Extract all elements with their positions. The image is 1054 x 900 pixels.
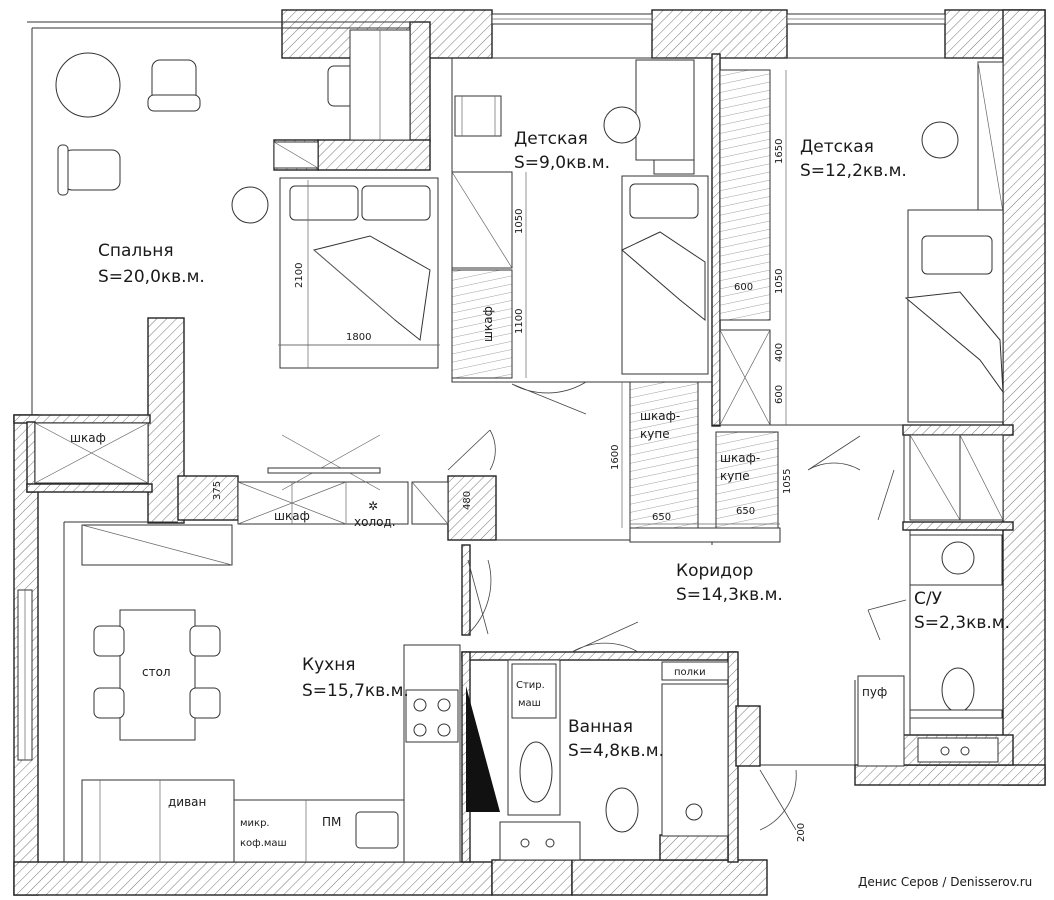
bedroom-area: S=20,0кв.м.: [98, 267, 205, 287]
shelves-label: полки: [674, 667, 706, 678]
wardrobe-coupe-label: шкаф-: [640, 409, 680, 423]
dim-label: 600: [734, 282, 753, 293]
dim-label: 650: [652, 512, 671, 523]
corridor-wardrobes: шкаф- купе шкаф- купе: [629, 381, 781, 543]
desk-chair-icon: [603, 106, 641, 144]
corridor-items: пуф: [857, 675, 905, 767]
single-bed-icon: [621, 175, 709, 375]
author-credit: Денис Серов / Denisserov.ru: [858, 875, 1032, 889]
dim-bed-length: 2100: [294, 263, 305, 288]
corridor-area: S=14,3кв.м.: [676, 585, 783, 605]
chair-icon: [93, 625, 125, 657]
wc-fixtures: [909, 434, 1004, 763]
chair-icon: [189, 625, 221, 657]
wc-name: С/У: [914, 589, 943, 609]
basin-icon: [519, 741, 553, 803]
single-bed-icon: [904, 209, 1004, 423]
corridor-name: Коридор: [676, 561, 753, 581]
bath-name: Ванная: [568, 717, 633, 737]
dim-label: 1055: [782, 469, 793, 494]
bath-area: S=4,8кв.м.: [568, 741, 664, 761]
doors: [447, 381, 907, 831]
wardrobe-coupe-label: купе: [640, 427, 670, 441]
washer-label: маш: [518, 698, 541, 709]
kids-wardrobe-label: шкаф: [481, 306, 495, 342]
double-bed-icon: [279, 177, 439, 369]
kids1-name: Детская: [514, 129, 588, 149]
shower-icon: [661, 683, 729, 837]
kids2-furniture: [719, 61, 1004, 426]
kids2-area: S=12,2кв.м.: [800, 161, 907, 181]
bathroom-fixtures: Стир. маш полки: [499, 659, 729, 861]
dim-label: 375: [212, 481, 223, 500]
dim-label: 1100: [514, 309, 525, 334]
microwave-label: микр.: [240, 818, 270, 829]
snowflake-icon: ✲: [368, 499, 378, 513]
dimensions: 1800 2100 1050 1100 1650 1050 400 600 60…: [212, 70, 807, 842]
table-label: стол: [142, 665, 171, 679]
pouf-label: пуф: [862, 685, 887, 699]
dishwasher-label: ПМ: [322, 815, 341, 829]
bedroom-furniture: шкаф: [34, 29, 439, 484]
round-table-icon: [55, 52, 121, 118]
windows: [17, 13, 946, 761]
dim-label: 650: [736, 506, 755, 517]
side-table-icon: [231, 186, 269, 224]
toilet-icon: [941, 667, 975, 713]
wardrobe-coupe-label: купе: [720, 469, 750, 483]
coffee-machine-label: коф.маш: [240, 838, 287, 849]
armchair-icon: [57, 144, 121, 196]
sink-icon: [355, 811, 399, 849]
armchair-icon: [147, 59, 201, 112]
kids1-area: S=9,0кв.м.: [514, 153, 610, 173]
dining-table: [119, 609, 196, 741]
wc-area: S=2,3кв.м.: [914, 613, 1010, 633]
wardrobe-label: шкаф: [70, 431, 106, 445]
wardrobe-coupe-label: шкаф-: [720, 451, 760, 465]
room-labels: Спальня S=20,0кв.м. Детская S=9,0кв.м. Д…: [98, 129, 1010, 761]
desk-chair-icon: [921, 121, 959, 159]
washer-label: Стир.: [516, 680, 545, 691]
bedroom-wardrobe: шкаф: [34, 422, 149, 484]
bedroom-name: Спальня: [98, 241, 174, 261]
sofa-icon: [81, 779, 235, 863]
dim-label: 480: [462, 491, 473, 510]
fridge-label: холод.: [354, 515, 396, 529]
chair-icon: [93, 687, 125, 719]
kitchen-area: S=15,7кв.м.: [302, 681, 409, 701]
kitchen-cabinet-label: шкаф: [274, 509, 310, 523]
sink-icon: [941, 541, 975, 575]
dim-label: 1600: [610, 445, 621, 470]
chair-icon: [189, 687, 221, 719]
toilet-icon: [605, 787, 639, 833]
sofa-label: диван: [168, 795, 206, 809]
dim-label: 400: [774, 343, 785, 362]
kids1-furniture: шкаф: [451, 59, 709, 379]
dim-bed-width: 1800: [346, 332, 371, 343]
kitchen-name: Кухня: [302, 655, 356, 675]
kids2-name: Детская: [800, 137, 874, 157]
dim-label: 1650: [774, 139, 785, 164]
pouf-icon: [857, 675, 905, 767]
dim-label: 200: [796, 823, 807, 842]
dim-label: 1050: [774, 269, 785, 294]
dim-label: 600: [774, 385, 785, 404]
kitchen-furniture: шкаф холод. ✲ стол диван микр. коф.маш П…: [81, 434, 500, 863]
dim-label: 1050: [514, 209, 525, 234]
